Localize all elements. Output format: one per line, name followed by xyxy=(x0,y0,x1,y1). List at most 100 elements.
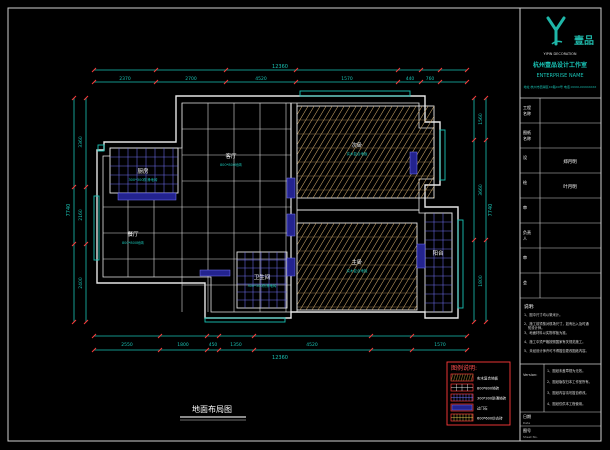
dimension-lines xyxy=(73,69,487,351)
left-dim-2: 2400 xyxy=(78,277,84,289)
wood-plank xyxy=(342,106,399,198)
room-note-living: 800*800地砖 xyxy=(220,162,243,167)
wood-plank xyxy=(366,106,423,198)
footer-label: 日期 xyxy=(523,413,531,419)
wood-plank xyxy=(235,106,290,198)
legend-frame xyxy=(446,361,511,426)
wood-plank xyxy=(312,106,369,198)
legend-swatch xyxy=(450,373,474,382)
dim-tick xyxy=(418,67,424,73)
right-dim-2: 1800 xyxy=(478,275,484,287)
wood-plank xyxy=(228,223,280,310)
wood-plank xyxy=(353,223,407,310)
company-sub: ENTERPRISE NAME xyxy=(536,73,583,79)
wood-plank xyxy=(395,274,417,310)
living-tile-grid xyxy=(103,103,291,312)
tb-row-label: 审 xyxy=(523,204,527,210)
wood-plank xyxy=(511,106,566,198)
dim-tick xyxy=(464,333,470,339)
room-note-bedroom2: 实木复合地板 xyxy=(347,151,368,156)
bath-boundary xyxy=(236,251,288,309)
master-boundary xyxy=(296,222,418,311)
dim-tick xyxy=(91,333,97,339)
left-total-dim: 7740 xyxy=(66,204,72,217)
version-item-1: 2、图纸版权归本工作室所有。 xyxy=(547,379,592,384)
title-block: 壹品 YIPIN DECORATION 杭州壹品设计工作室 ENTERPRISE… xyxy=(520,16,601,439)
dim-tick xyxy=(483,137,489,143)
footer-en: Sheet No. xyxy=(523,435,538,439)
legend-label-2: 300*300防滑地砖 xyxy=(477,395,507,400)
wood-plank xyxy=(299,223,353,310)
wood-plank xyxy=(222,223,274,310)
wood-plank xyxy=(377,244,417,310)
wood-plank xyxy=(297,223,341,296)
wood-plank xyxy=(359,223,413,310)
room-note-master: 实木复合地板 xyxy=(347,268,368,273)
dim-tick xyxy=(368,347,374,353)
left-dim-0: 3360 xyxy=(78,136,84,148)
wood-plank xyxy=(323,223,377,310)
room-note-bath: 300*300防滑地砖 xyxy=(247,283,277,288)
dim-tick xyxy=(483,95,489,101)
dim-tick xyxy=(483,237,489,243)
wood-plank xyxy=(335,223,389,310)
exterior-walls xyxy=(96,95,459,319)
wood-plank xyxy=(492,223,544,310)
room-name-living: 客厅 xyxy=(225,152,237,160)
note-cont-1: 知设计师。 xyxy=(528,325,544,330)
dim-tick xyxy=(471,137,477,143)
legend-label-3: 过门石 xyxy=(477,405,488,410)
dim-tick xyxy=(157,333,163,339)
wood-plank xyxy=(300,106,357,198)
wood-plank xyxy=(445,106,500,198)
legend-swatch-frame xyxy=(450,403,474,412)
wood-plank xyxy=(297,106,345,186)
dim-tick xyxy=(471,237,477,243)
note-4: 5、未经设计师许可不得擅自更改图纸内容。 xyxy=(524,348,589,353)
balcony-boundary xyxy=(424,212,453,313)
legend-swatch xyxy=(451,394,473,401)
top-dim-1: 2700 xyxy=(185,76,197,82)
wood-plank xyxy=(401,284,417,310)
wood-plank xyxy=(420,223,472,310)
wood-plank xyxy=(324,106,381,198)
top-overall-dim: 12360 xyxy=(272,64,288,70)
room-name-bedroom2: 次卧 xyxy=(351,141,363,149)
tb-row-label: 负责 xyxy=(523,229,531,235)
dim-tick xyxy=(418,79,424,85)
wood-plank xyxy=(383,254,417,310)
legend-title: 图例说明: xyxy=(451,364,477,372)
wood-plank xyxy=(354,106,411,198)
wood-plank xyxy=(297,106,333,166)
dim-tick xyxy=(216,333,222,339)
wood-plank xyxy=(297,223,323,266)
wood-plank xyxy=(297,223,311,246)
dim-tick xyxy=(153,67,159,73)
wood-plank xyxy=(297,106,321,146)
wood-plank xyxy=(297,106,327,156)
dim-tick xyxy=(204,347,210,353)
wood-plank xyxy=(389,264,417,310)
wood-plank xyxy=(348,106,405,198)
wood-plank xyxy=(365,224,417,310)
dim-tick xyxy=(437,67,443,73)
dim-tick xyxy=(293,79,299,85)
dim-tick xyxy=(395,67,401,73)
wood-plank xyxy=(371,234,417,310)
wood-plank xyxy=(297,223,347,306)
dim-tick xyxy=(83,95,89,101)
dim-tick xyxy=(157,347,163,353)
dim-tick xyxy=(464,67,470,73)
dim-tick xyxy=(204,333,210,339)
right-total-dim: 7740 xyxy=(488,204,494,217)
drawing-frame xyxy=(7,7,602,442)
wood-plank xyxy=(305,223,359,310)
legend-label-4: 600*600仿古砖 xyxy=(477,415,503,420)
wood-plank xyxy=(408,155,434,198)
wood-plank xyxy=(407,294,417,310)
brand-logo xyxy=(546,16,566,46)
wood-plank xyxy=(414,165,434,198)
tb-row-value: 郑月明 xyxy=(563,158,577,165)
